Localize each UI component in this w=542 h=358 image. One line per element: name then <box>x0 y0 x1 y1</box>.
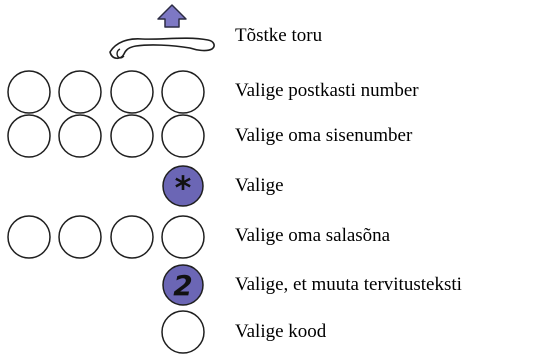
code-digit-circles <box>161 310 205 354</box>
digit-circle <box>7 70 51 114</box>
step-label-lift: Tõstke toru <box>235 25 323 46</box>
digit-circle <box>110 215 154 259</box>
digit-circle <box>161 310 205 354</box>
handset-cord <box>116 48 125 59</box>
step-label-extension: Valige oma sisenumber <box>235 125 413 146</box>
star-key-symbol: * <box>175 169 192 207</box>
digit-circle <box>161 70 205 114</box>
extension-digit-circles <box>7 114 205 158</box>
two-key-digit: 2 <box>173 269 192 302</box>
step-label-code: Valige kood <box>235 321 327 342</box>
step-label-greeting: Valige, et muuta tervitusteksti <box>235 274 462 295</box>
digit-circle <box>58 70 102 114</box>
handset-lift-icon <box>109 4 215 60</box>
password-digit-circles <box>7 215 205 259</box>
two-key-circle <box>162 264 204 306</box>
star-key-icon: * <box>162 165 204 207</box>
step-label-mailbox: Valige postkasti number <box>235 80 419 101</box>
star-key-circle <box>162 165 204 207</box>
digit-circle <box>161 114 205 158</box>
digit-circle <box>161 215 205 259</box>
handset-body <box>109 37 215 60</box>
digit-circle <box>58 215 102 259</box>
up-arrow-icon <box>157 4 187 28</box>
step-label-star: Valige <box>235 175 284 196</box>
digit-circle <box>58 114 102 158</box>
digit-circle <box>7 114 51 158</box>
digit-circle <box>110 114 154 158</box>
digit-circle <box>110 70 154 114</box>
mailbox-digit-circles <box>7 70 205 114</box>
digit-circle <box>7 215 51 259</box>
two-key-icon: 2 <box>162 264 204 306</box>
step-label-password: Valige oma salasõna <box>235 225 391 246</box>
